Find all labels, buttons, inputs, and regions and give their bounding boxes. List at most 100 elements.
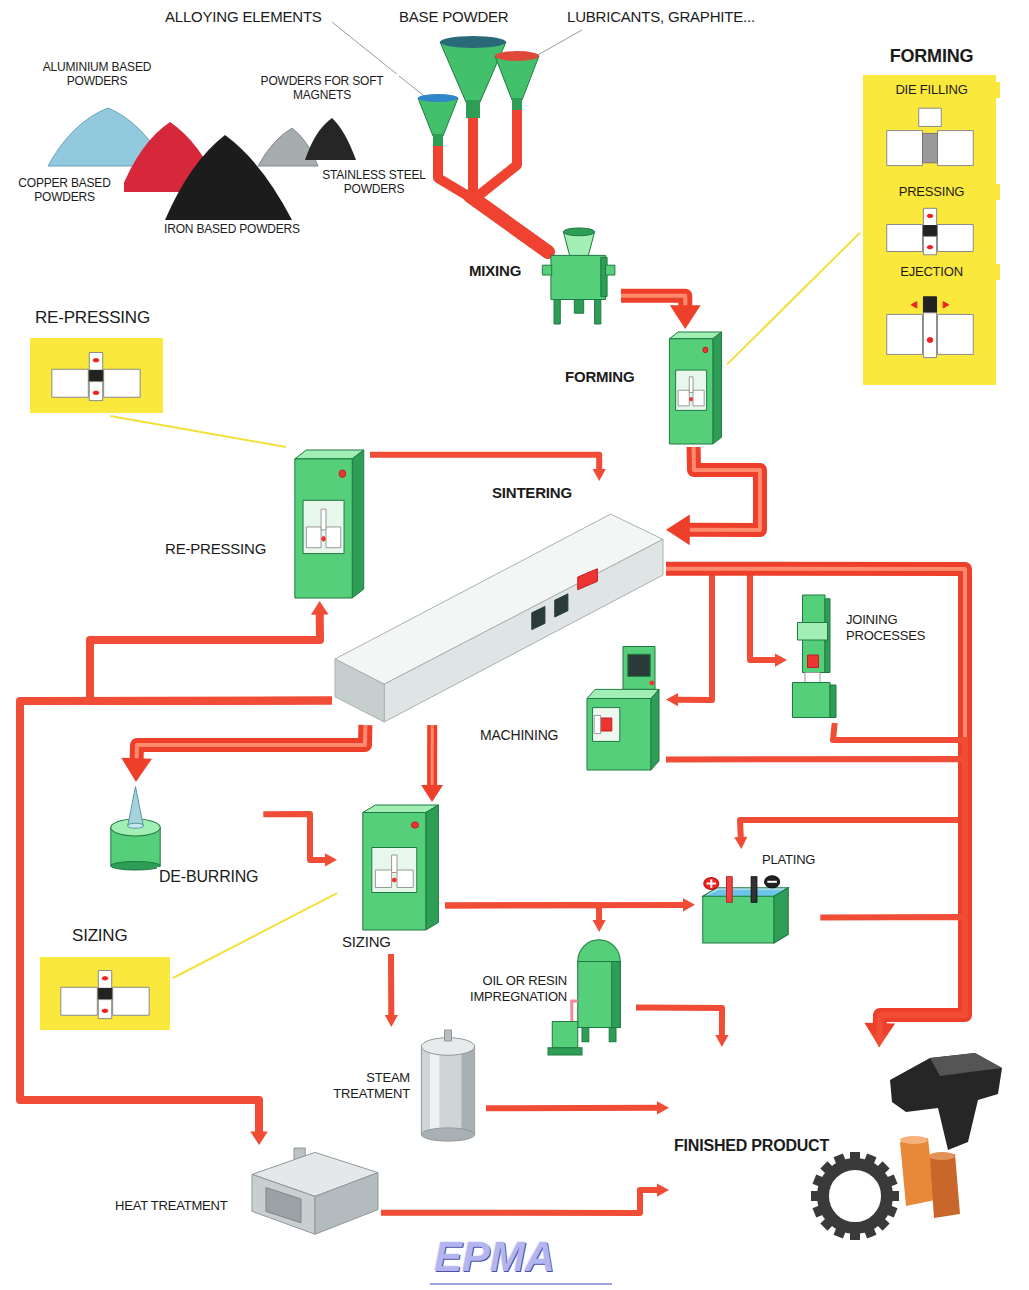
arrow-head bbox=[657, 1101, 669, 1114]
flow-pipe bbox=[666, 569, 965, 849]
pipe-highlight bbox=[666, 569, 965, 1024]
text-label: JOINING PROCESSES bbox=[844, 612, 943, 643]
powder-pipe bbox=[478, 110, 517, 196]
parts-shape bbox=[812, 1175, 823, 1187]
arrow-head bbox=[311, 601, 329, 615]
arrow-head bbox=[666, 693, 678, 706]
pipe-line bbox=[820, 917, 965, 1036]
pipe-line bbox=[666, 569, 965, 838]
parts-shape bbox=[877, 1218, 890, 1231]
pipe-line bbox=[263, 814, 326, 860]
parts-shape bbox=[812, 1205, 823, 1217]
diepress-icon bbox=[57, 966, 153, 1022]
dieeject-shape bbox=[911, 302, 917, 308]
tank-shape bbox=[578, 961, 621, 1027]
parts-shape bbox=[811, 1191, 819, 1201]
pipe-line bbox=[137, 725, 366, 759]
mixer-shape bbox=[551, 255, 606, 299]
pipe-line bbox=[90, 614, 332, 701]
parts-shape bbox=[890, 1053, 1002, 1150]
text-label: RE-PRESSING bbox=[33, 308, 152, 328]
diepress-shape bbox=[923, 208, 936, 225]
joiner-shape bbox=[793, 683, 831, 718]
parts-shape bbox=[930, 1053, 1002, 1076]
parts-shape bbox=[850, 1232, 860, 1240]
diepress-shape bbox=[93, 391, 99, 394]
flow-pipe bbox=[370, 455, 606, 481]
press-shape bbox=[426, 805, 439, 930]
parts-shape bbox=[886, 1205, 897, 1217]
lathe-shape bbox=[593, 708, 620, 742]
diepress-shape bbox=[938, 225, 974, 252]
lathe-icon bbox=[583, 640, 663, 770]
pipe-line bbox=[666, 569, 965, 1024]
diefill-icon bbox=[883, 104, 977, 174]
arrow-head bbox=[121, 758, 152, 782]
parts-shape bbox=[877, 1161, 890, 1174]
text-label: STEAM TREATMENT bbox=[323, 1070, 412, 1101]
machining-center: MACHINING bbox=[475, 637, 666, 773]
press-shape bbox=[363, 813, 426, 931]
mixer-shape bbox=[574, 300, 583, 314]
diefill-shape bbox=[938, 131, 974, 166]
dieeject-icon bbox=[883, 284, 977, 364]
flow-pipe bbox=[445, 898, 695, 911]
pipe-line bbox=[370, 455, 599, 470]
flow-pipe bbox=[421, 725, 443, 802]
pipe-highlight bbox=[431, 725, 434, 786]
callout-panel: RE-PRESSING bbox=[27, 305, 166, 416]
flow-pipe bbox=[666, 447, 760, 545]
press-shape bbox=[689, 377, 693, 393]
press-shape bbox=[693, 390, 704, 406]
alloy-spout bbox=[433, 134, 443, 146]
flow-pipe bbox=[381, 1183, 669, 1213]
flow-pipe bbox=[820, 917, 965, 1047]
diepress-shape bbox=[927, 246, 933, 249]
joiner-shape bbox=[805, 673, 820, 683]
press-shape bbox=[690, 397, 693, 401]
press-shape bbox=[392, 855, 397, 873]
arrow-head bbox=[421, 785, 443, 802]
steam-icon bbox=[413, 1030, 483, 1140]
diepress-shape bbox=[923, 226, 936, 237]
repressing-press: RE-PRESSING bbox=[160, 447, 370, 601]
furnace-shape bbox=[555, 594, 568, 617]
diepress-shape bbox=[89, 382, 102, 401]
parts-shape bbox=[864, 1153, 876, 1164]
base-powder bbox=[440, 36, 506, 48]
dieeject-shape bbox=[943, 302, 949, 308]
parts-shape bbox=[820, 1218, 833, 1231]
flow-pipe bbox=[666, 569, 965, 1047]
text-label: HEAT TREATMENT bbox=[113, 1198, 230, 1214]
text-label: SIZING bbox=[340, 933, 393, 951]
leader-line bbox=[173, 893, 337, 978]
diepress-shape bbox=[102, 977, 108, 980]
stainless-powder-pile bbox=[305, 118, 356, 160]
mixer-shape bbox=[542, 265, 551, 275]
text-label: MACHINING bbox=[478, 727, 560, 744]
text-label: EPMA bbox=[432, 1232, 557, 1282]
diepress-shape bbox=[927, 214, 933, 217]
press-shape bbox=[397, 870, 413, 888]
impregnation-vessel: OIL OR RESIN IMPREGNATION bbox=[452, 932, 636, 1058]
tank-shape bbox=[609, 1027, 616, 1041]
flow-pipe bbox=[486, 1101, 669, 1114]
sintering-furnace: SINTERING bbox=[332, 481, 666, 725]
leader-line bbox=[536, 30, 582, 56]
tank-shape bbox=[572, 1001, 578, 1021]
heat-treatment-furnace: HEAT TREATMENT bbox=[110, 1145, 381, 1239]
sizing-press: SIZING bbox=[337, 802, 445, 954]
dieeject-shape bbox=[927, 338, 933, 343]
mixer-machine: MIXING bbox=[464, 223, 621, 327]
deburr-shape bbox=[128, 787, 144, 826]
text-label: FORMING bbox=[863, 46, 1000, 68]
text-label: SINTERING bbox=[490, 484, 574, 502]
heat-shape bbox=[315, 1173, 378, 1235]
press-icon bbox=[662, 332, 724, 444]
plating-icon bbox=[698, 875, 793, 960]
flow-pipe bbox=[636, 1008, 729, 1047]
pipe-line bbox=[666, 569, 776, 660]
pipe-line bbox=[833, 723, 965, 1036]
heat-shape bbox=[252, 1174, 315, 1234]
base-spout bbox=[466, 100, 480, 118]
